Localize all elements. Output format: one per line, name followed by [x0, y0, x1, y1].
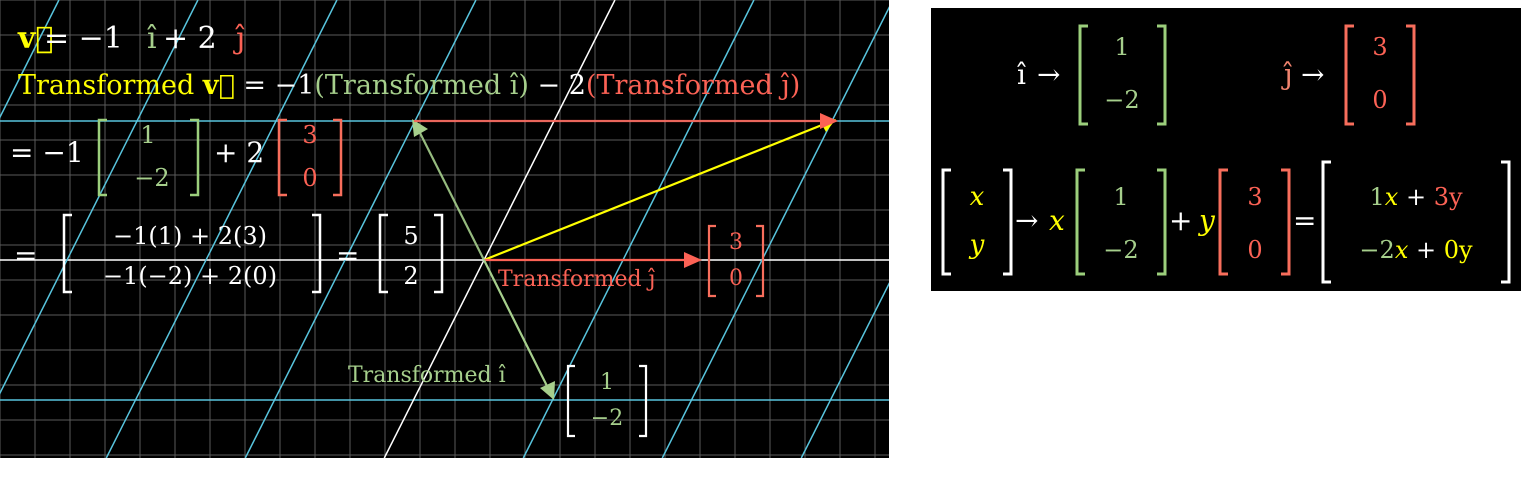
- result-bottom-row: −2x + 0y: [1359, 236, 1473, 264]
- plus-sign: +: [1169, 204, 1192, 237]
- i-hat-column: 1 −2: [1078, 24, 1167, 126]
- transformed-j-label: Transformed ĵ: [498, 267, 656, 292]
- transformed-i-column: 1 −2: [566, 364, 648, 438]
- shifted-i-vector: [413, 120, 485, 261]
- v-symbol: v⃗: [17, 21, 53, 56]
- transformed-grid-skew: [244, 0, 477, 458]
- svg-text:5: 5: [403, 222, 418, 250]
- line4-eq: =: [336, 239, 359, 272]
- svg-text:−2: −2: [1104, 86, 1139, 114]
- result-vector: 5 2: [378, 213, 444, 294]
- svg-text:1: 1: [600, 370, 614, 395]
- i-hat-symbol: î: [147, 21, 157, 56]
- svg-text:−1(1) + 2(3): −1(1) + 2(3): [113, 222, 267, 250]
- matrix-j-col: 3 0: [277, 118, 343, 197]
- svg-text:−2: −2: [1103, 236, 1138, 264]
- line3-plus2: + 2: [214, 136, 264, 169]
- svg-text:1: 1: [140, 121, 155, 149]
- transformed-grid-panel: v⃗ = −1 î + 2 ĵ Transformed v⃗ = −1(Tran…: [0, 0, 889, 458]
- matrix-i-col: 1 −2: [97, 118, 200, 197]
- line4-prefix: =: [14, 239, 37, 272]
- result-top-row: 1x + 3y: [1369, 183, 1462, 211]
- svg-text:3: 3: [302, 121, 317, 149]
- i-hat-symbol-right: î: [1017, 58, 1026, 91]
- j-maps-arrow: →: [1301, 58, 1324, 91]
- matrix-expansion: −1(1) + 2(3) −1(−2) + 2(0): [62, 213, 322, 294]
- i-maps-arrow: →: [1037, 58, 1060, 91]
- grid-canvas: v⃗ = −1 î + 2 ĵ Transformed v⃗ = −1(Tran…: [0, 0, 889, 458]
- maps-arrow: →: [1015, 204, 1038, 237]
- transformed-grid-skew: [105, 0, 338, 458]
- equals-sign: =: [1293, 204, 1316, 237]
- input-xy-column: x y: [941, 168, 1013, 276]
- x-coeff: x: [1049, 204, 1065, 237]
- result-expression-column: 1x + 3y −2x + 0y: [1321, 160, 1511, 284]
- j-arrowhead: [684, 252, 702, 268]
- svg-text:−2: −2: [591, 406, 623, 431]
- svg-text:0: 0: [302, 164, 317, 192]
- x-times-i-column: 1 −2: [1075, 168, 1167, 276]
- shifted-i-arrowhead: [412, 119, 428, 137]
- j-hat-symbol: ĵ: [233, 21, 245, 56]
- transformed-grid-skew: [800, 282, 889, 458]
- svg-text:−1(−2) + 2(0): −1(−2) + 2(0): [103, 262, 277, 290]
- summary-panel: î → 1 −2 ĵ → 3 0 x y → x 1 −2: [931, 8, 1521, 291]
- transformed-grid-skew: [383, 0, 616, 458]
- transformed-v-label: Transformed v⃗ = −1(Transformed î) − 2(T…: [18, 70, 800, 101]
- transformed-grid-skew: [661, 6, 889, 458]
- j-hat-column: 3 0: [1344, 24, 1416, 126]
- plus-two: + 2: [163, 21, 217, 56]
- transformed-grid-skew: [522, 0, 755, 458]
- summary-canvas: î → 1 −2 ĵ → 3 0 x y → x 1 −2: [941, 24, 1511, 284]
- svg-text:0: 0: [1372, 86, 1387, 114]
- transformed-v-vector: [483, 119, 833, 262]
- background-grid: [0, 0, 889, 458]
- svg-text:3: 3: [1247, 183, 1262, 211]
- transformed-grid-skew: [0, 0, 60, 119]
- svg-text:2: 2: [403, 262, 418, 290]
- transformed-j-column: 3 0: [707, 224, 765, 298]
- svg-text:0: 0: [1247, 236, 1262, 264]
- y-coeff: y: [1197, 204, 1216, 237]
- svg-text:3: 3: [729, 230, 743, 255]
- svg-text:1: 1: [1114, 33, 1129, 61]
- transformed-i-label: Transformed î: [348, 363, 506, 388]
- transformed-grid-skew: [0, 0, 199, 395]
- y-times-j-column: 3 0: [1218, 168, 1291, 276]
- svg-text:0: 0: [729, 266, 743, 291]
- svg-text:−2: −2: [134, 164, 169, 192]
- svg-text:1: 1: [1113, 183, 1128, 211]
- i-arrowhead: [540, 381, 555, 400]
- j-hat-symbol-right: ĵ: [1281, 58, 1293, 91]
- svg-text:3: 3: [1372, 33, 1387, 61]
- line3-prefix: = −1: [10, 136, 84, 169]
- v-equals: = −1: [44, 21, 123, 56]
- transformed-i-vector: [483, 259, 549, 389]
- svg-text:x: x: [970, 182, 985, 212]
- shifted-j-arrowhead: [820, 113, 838, 129]
- svg-text:y: y: [969, 230, 985, 260]
